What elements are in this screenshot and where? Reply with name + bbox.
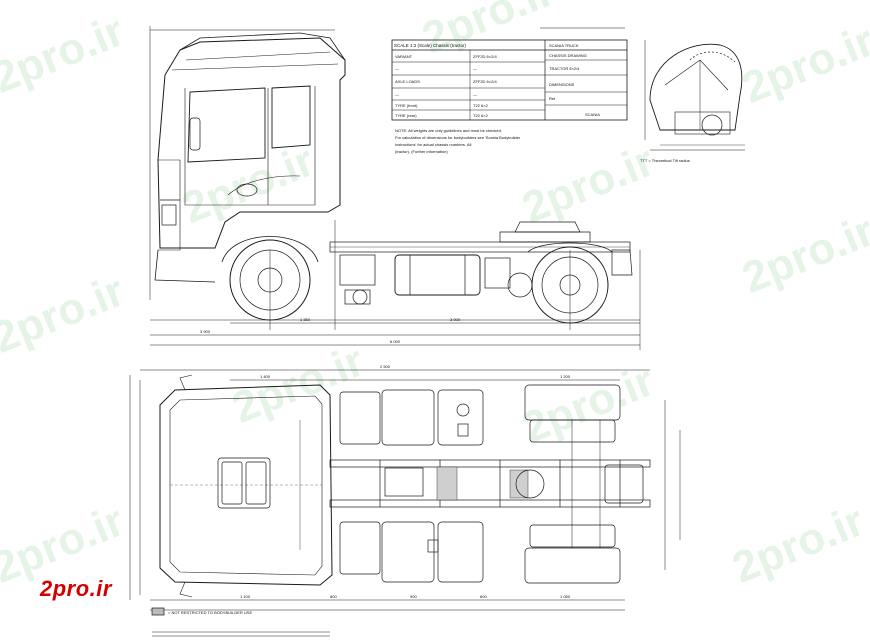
row-value: — [473, 66, 477, 71]
right-row: SCANIA TRUCK [549, 43, 579, 48]
title-block-notes: NOTE: All weights are only guidelines an… [395, 128, 521, 154]
note-line: For calculation of dimensions for bodybu… [395, 135, 521, 140]
tilt-radius-view [644, 40, 745, 151]
row-label: VARIANT [395, 54, 413, 59]
title-block-right-rows: SCANIA TRUCK CHASSIS DRAWING TRACTOR 6×2… [549, 43, 600, 117]
row-label: — [395, 92, 399, 97]
right-row: Ref [549, 96, 556, 101]
dim-label: 6 000 [390, 339, 401, 344]
dim-label: 1 350 [300, 317, 311, 322]
side-view-drawing [149, 26, 641, 350]
row-value: — [473, 92, 477, 97]
dim-label: 3 900 [200, 329, 211, 334]
note-line: (tractor). (Further information) [395, 149, 448, 154]
plan-view-drawing [129, 369, 681, 637]
row-label: — [395, 66, 399, 71]
dim-label: 600 [480, 594, 487, 599]
side-view-dimensions: 3 900 1 350 3 000 6 000 [200, 317, 461, 344]
dim-label: 2 500 [380, 364, 391, 369]
row-value: ZFF2D 6×2/4 [473, 79, 497, 84]
dim-label: 3 000 [450, 317, 461, 322]
title-block-left-rows: VARIANT ZFF2D 6×2/4 — — AXLE LOADS ZFF2D… [395, 54, 497, 118]
right-row: CHASSIS DRAWING [549, 53, 587, 58]
dim-label: 800 [330, 594, 337, 599]
dim-label: 1 400 [260, 374, 271, 379]
note-line: NOTE: All weights are only guidelines an… [395, 128, 502, 133]
title-block-heading: SCALE 1:2 (Scale) Chassis (tractor) [394, 43, 467, 48]
right-row: SCANIA [585, 112, 600, 117]
plan-view-dimensions: 2 500 1 400 1 200 1 100 800 900 600 1 05… [240, 364, 571, 599]
site-logo: 2pro.ir [40, 576, 112, 601]
title-block [391, 27, 628, 121]
row-label: TYRE (rear) [395, 113, 417, 118]
dim-label: 1 050 [560, 594, 571, 599]
legend-text: = NOT RESTRICTED TO BODYBUILDER USE [168, 610, 252, 615]
note-line: Instructions' for actual chassis numbers… [395, 142, 471, 147]
right-row: DIMENSIONS [549, 82, 575, 87]
dim-label: 900 [410, 594, 417, 599]
dim-label: 1 100 [240, 594, 251, 599]
ttt-note: TTT = Theoretical Tilt radius [640, 158, 690, 163]
row-value: T22 6×2 [473, 103, 489, 108]
row-value: ZFF2D 6×2/4 [473, 54, 497, 59]
row-label: TYRE (front) [395, 103, 418, 108]
dim-label: 1 200 [560, 374, 571, 379]
row-label: AXLE LOADS [395, 79, 420, 84]
row-value: T22 6×2 [473, 113, 489, 118]
right-row: TRACTOR 6×2/4 [549, 66, 580, 71]
